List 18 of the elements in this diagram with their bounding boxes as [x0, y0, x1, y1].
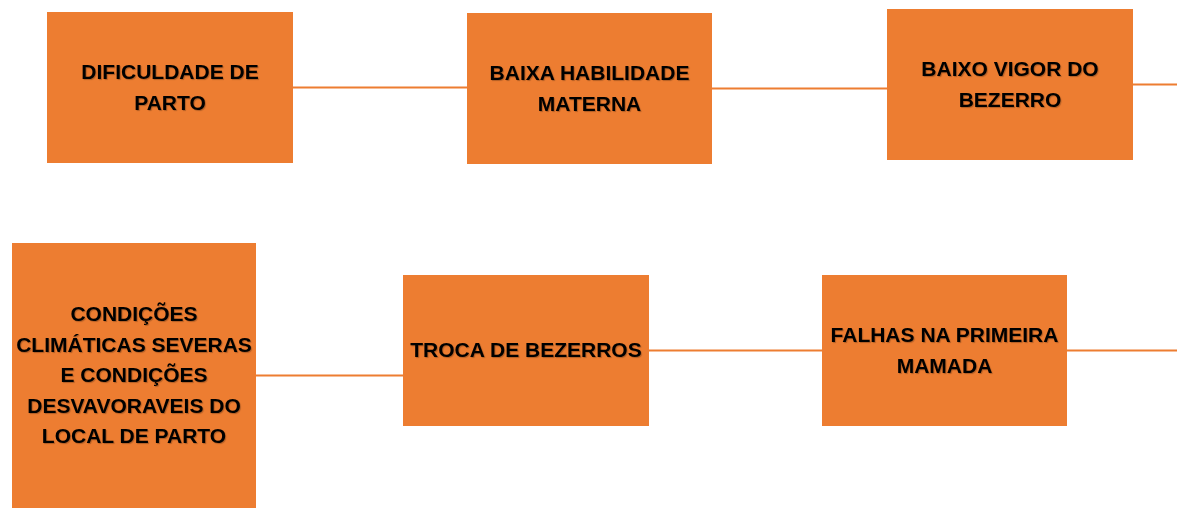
- box-label: DIFICULDADE DE PARTO: [80, 59, 260, 116]
- process-box: [887, 9, 1133, 160]
- box-label: BAIXA HABILIDADE MATERNA: [488, 60, 691, 117]
- connector-line: [255, 374, 404, 377]
- process-box: [403, 275, 649, 426]
- box-label: CONDIÇÕES CLIMÁTICAS SEVERAS E CONDIÇÕES DESVAVORAVEIS DO LOCAL DE PARTO: [16, 301, 252, 450]
- connector-line: [1132, 83, 1177, 86]
- box-label: FALHAS NA PRIMEIRA MAMADA: [829, 322, 1060, 379]
- process-box: [12, 243, 256, 508]
- connector-line: [711, 87, 888, 90]
- connector-line: [648, 349, 823, 352]
- process-box: [822, 275, 1067, 426]
- process-box: [47, 12, 293, 163]
- process-box: [467, 13, 712, 164]
- box-label: TROCA DE BEZERROS: [410, 337, 642, 364]
- box-label: BAIXO VIGOR DO BEZERRO: [920, 56, 1100, 113]
- connector-line: [292, 86, 468, 89]
- connector-line: [1066, 349, 1177, 352]
